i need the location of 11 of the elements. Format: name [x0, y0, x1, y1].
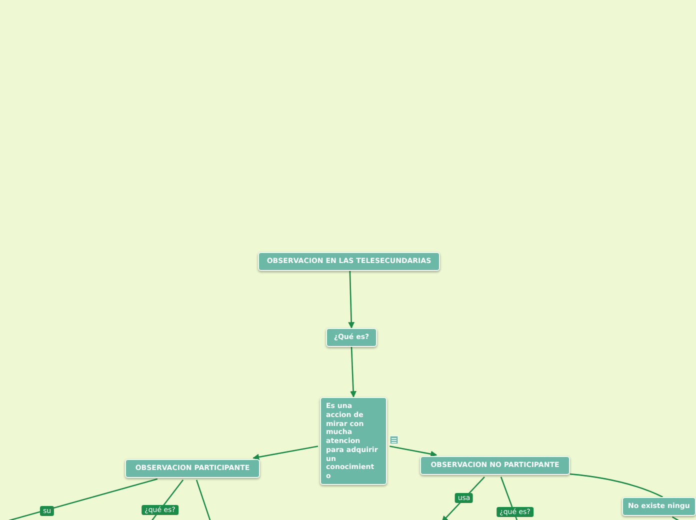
topic-box	[326, 328, 377, 347]
topic-box	[125, 459, 260, 478]
topic-box	[420, 456, 570, 475]
topic-box	[258, 252, 440, 271]
connector-arrow	[442, 476, 485, 520]
topic-box	[622, 497, 696, 516]
connector-arrow	[252, 446, 318, 460]
topic-box	[320, 397, 387, 485]
connector-arrow	[350, 346, 357, 398]
connector-arrow	[348, 270, 355, 329]
connector-arrow	[390, 446, 438, 458]
